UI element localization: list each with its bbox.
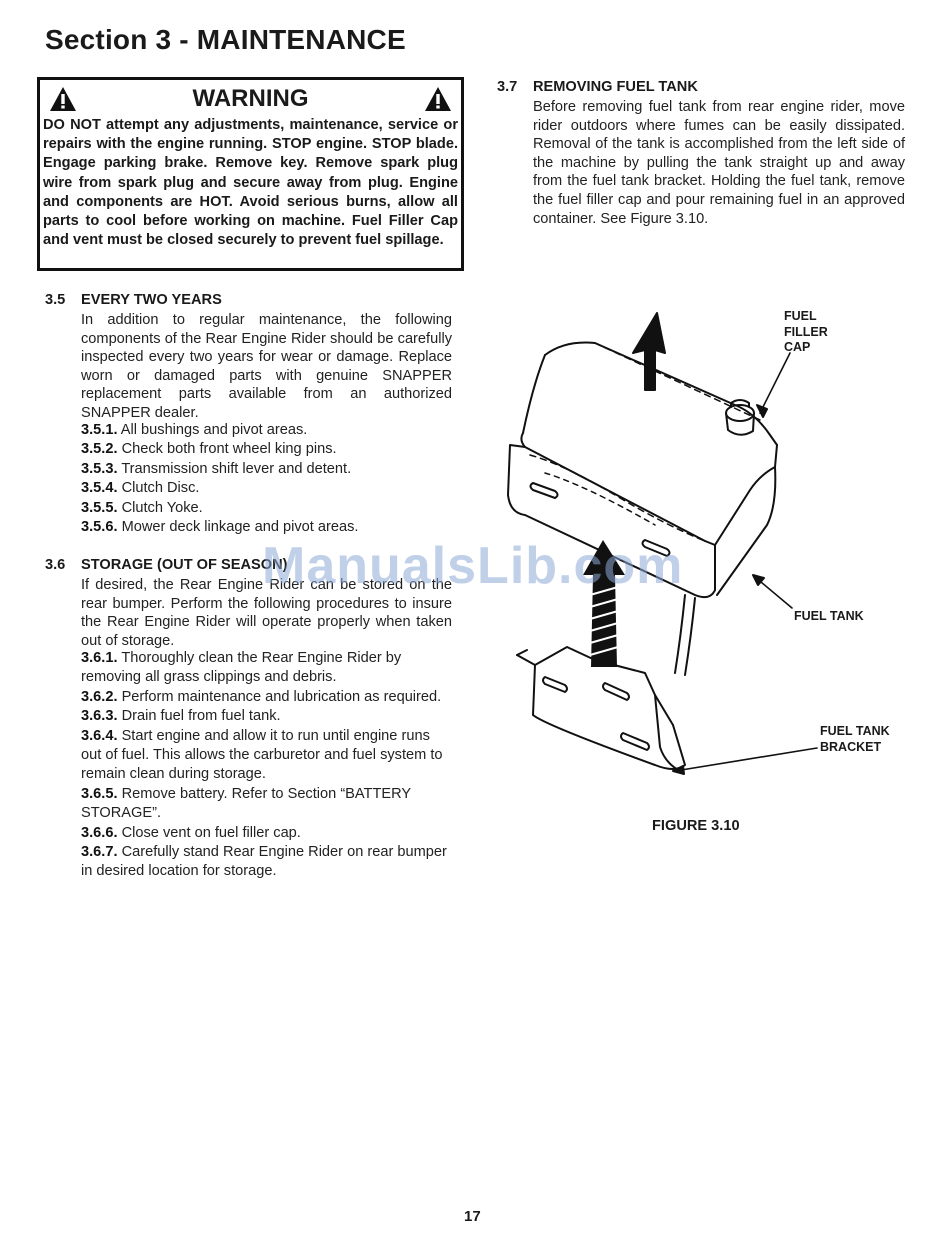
item-number: 3.6.3. (81, 708, 118, 725)
list-item: 3.5.2. Check both front wheel king pins. (81, 440, 452, 459)
item-number: 3.6.7. (81, 844, 118, 861)
warning-triangle-icon (50, 87, 76, 111)
item-text: Drain fuel from fuel tank. (121, 708, 281, 725)
warning-box: WARNING DO NOT attempt any adjustments, … (37, 77, 464, 271)
label-line: FILLER (784, 324, 828, 339)
lift-arrow-icon (632, 312, 666, 391)
warning-text: DO NOT attempt any adjustments, maintena… (43, 117, 458, 249)
section-3-7-heading: 3.7 REMOVING FUEL TANK (497, 79, 698, 95)
list-item: 3.6.4. Start engine and allow it to run … (81, 727, 452, 785)
item-text: Transmission shift lever and detent. (121, 460, 352, 477)
list-item: 3.5.5. Clutch Yoke. (81, 499, 452, 518)
item-number: 3.5.4. (81, 480, 118, 497)
list-item: 3.5.4. Clutch Disc. (81, 479, 452, 498)
item-number: 3.5.6. (81, 519, 118, 536)
figure-caption: FIGURE 3.10 (652, 818, 740, 834)
item-text: Clutch Yoke. (121, 499, 203, 516)
section-3-5-list: 3.5.1. All bushings and pivot areas. 3.5… (81, 421, 452, 537)
page-number: 17 (464, 1208, 481, 1225)
item-text: Remove battery. Refer to Section “BATTER… (81, 785, 411, 822)
list-item: 3.6.1. Thoroughly clean the Rear Engine … (81, 649, 452, 688)
section-3-5-heading: 3.5 EVERY TWO YEARS (45, 292, 222, 308)
fuel-tank-illustration (507, 312, 818, 775)
item-number: 3.6.1. (81, 650, 118, 666)
item-number: 3.5.5. (81, 499, 118, 516)
section-title-text: EVERY TWO YEARS (81, 292, 222, 308)
item-number: 3.5.1. (81, 422, 118, 438)
section-3-6-list: 3.6.1. Thoroughly clean the Rear Engine … (81, 649, 452, 882)
list-item: 3.6.6. Close vent on fuel filler cap. (81, 824, 452, 843)
item-number: 3.6.6. (81, 824, 118, 841)
list-item: 3.6.2. Perform maintenance and lubricati… (81, 688, 452, 707)
label-line: CAP (784, 340, 811, 354)
item-text: Check both front wheel king pins. (121, 441, 337, 458)
section-3-5-intro: In addition to regular maintenance, the … (81, 312, 452, 421)
section-number: 3.7 (497, 79, 518, 95)
label-fuel-filler-cap: FUEL FILLER CAP (784, 309, 828, 356)
section-3-6-heading: 3.6 STORAGE (OUT OF SEASON) (45, 557, 288, 573)
list-item: 3.6.7. Carefully stand Rear Engine Rider… (81, 843, 452, 882)
label-line: FUEL (784, 309, 817, 323)
item-text: Carefully stand Rear Engine Rider on rea… (81, 844, 447, 880)
list-item: 3.5.1. All bushings and pivot areas. (81, 421, 452, 440)
section-3-6-intro: If desired, the Rear Engine Rider can be… (81, 577, 452, 649)
list-item: 3.5.3. Transmission shift lever and dete… (81, 460, 452, 479)
label-fuel-tank: FUEL TANK (794, 609, 864, 623)
item-text: Close vent on fuel filler cap. (121, 824, 301, 841)
section-title: Section 3 - MAINTENANCE (45, 24, 406, 55)
item-text: Start engine and allow it to run until e… (81, 727, 443, 783)
item-text: Clutch Disc. (121, 480, 200, 497)
item-text: Mower deck linkage and pivot areas. (121, 519, 359, 536)
section-number: 3.5 (45, 292, 66, 308)
section-3-7-text: Before removing fuel tank from rear engi… (533, 99, 905, 227)
section-title-text: REMOVING FUEL TANK (533, 79, 698, 95)
item-number: 3.6.2. (81, 688, 118, 705)
item-number: 3.6.5. (81, 785, 118, 802)
item-text: Thoroughly clean the Rear Engine Rider b… (81, 650, 402, 686)
item-number: 3.5.2. (81, 441, 118, 458)
item-text: All bushings and pivot areas. (120, 422, 308, 438)
label-line: FUEL TANK (820, 724, 890, 738)
label-fuel-tank-bracket: FUEL TANK BRACKET (820, 724, 890, 755)
watermark: ManualsLib.com (262, 537, 684, 595)
item-text: Perform maintenance and lubrication as r… (121, 688, 442, 705)
section-number: 3.6 (45, 557, 66, 573)
section-title-text: STORAGE (OUT OF SEASON) (81, 557, 288, 573)
warning-title: WARNING (192, 85, 309, 112)
list-item: 3.6.5. Remove battery. Refer to Section … (81, 785, 452, 824)
item-number: 3.6.4. (81, 727, 118, 744)
list-item: 3.6.3. Drain fuel from fuel tank. (81, 707, 452, 726)
list-item: 3.5.6. Mower deck linkage and pivot area… (81, 518, 452, 537)
warning-triangle-icon (425, 87, 451, 111)
warning-header: WARNING (43, 80, 458, 116)
item-number: 3.5.3. (81, 460, 118, 477)
label-line: BRACKET (820, 739, 882, 754)
